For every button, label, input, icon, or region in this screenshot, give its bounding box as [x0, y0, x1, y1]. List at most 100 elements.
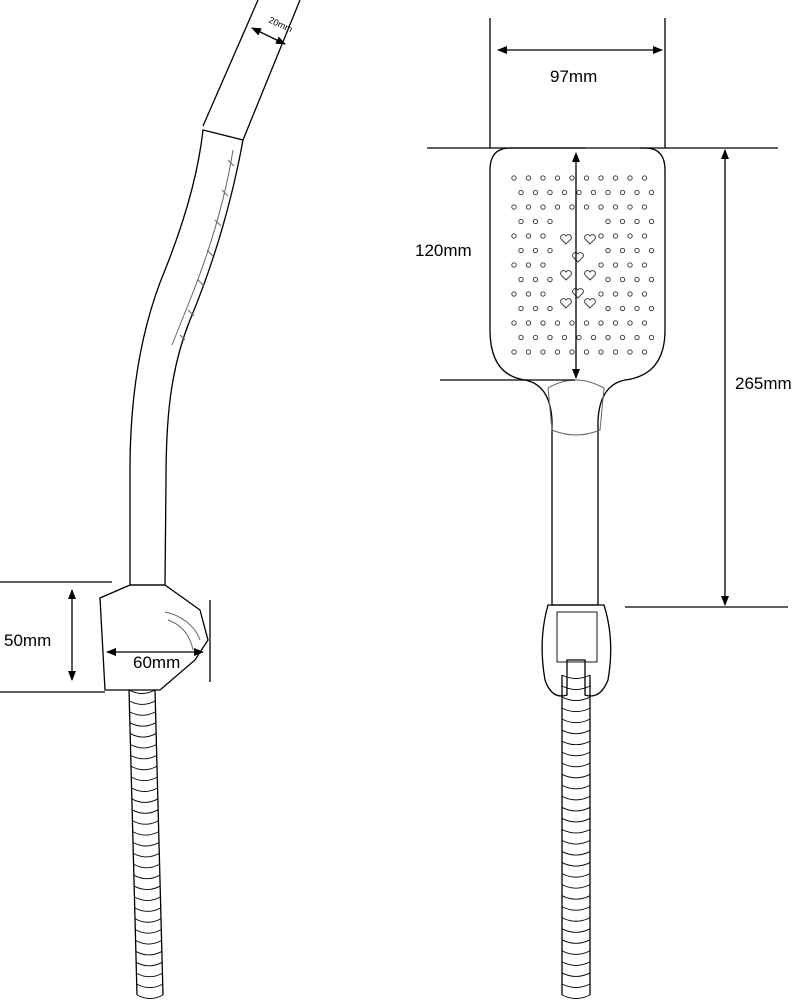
nozzle-dot	[511, 262, 517, 268]
nozzle-dot	[619, 189, 626, 196]
nozzle-dot	[641, 262, 648, 268]
hose-coil	[561, 950, 591, 955]
nozzle-dot	[518, 218, 524, 225]
nozzle-dot	[511, 233, 517, 239]
hose-coil	[131, 798, 159, 803]
hose-coil	[561, 917, 591, 922]
hose-coil	[561, 784, 591, 790]
nozzle-dot	[525, 204, 532, 210]
hose-coil	[561, 718, 591, 724]
nozzle-dot	[648, 305, 655, 312]
nozzle-dot	[627, 204, 633, 210]
nozzle-dot	[547, 276, 553, 283]
nozzle-dot	[525, 291, 532, 297]
nozzle-dot	[547, 305, 553, 312]
hose-coil	[561, 851, 591, 856]
hose-coil	[134, 918, 162, 923]
nozzle-dot	[598, 175, 604, 181]
nozzle-dot	[634, 334, 640, 341]
hose-coil	[561, 895, 591, 900]
nozzle-dot	[612, 233, 619, 239]
nozzle-dot	[590, 334, 597, 341]
hose-coil	[132, 831, 159, 836]
front-head	[489, 147, 666, 606]
nozzle-dot	[598, 233, 604, 239]
hose-coil	[561, 818, 591, 823]
nozzle-dot	[547, 189, 553, 196]
hose-coil	[561, 729, 591, 735]
nozzle-dot	[518, 305, 524, 312]
hose-coil	[561, 972, 591, 977]
heart-nozzle	[560, 234, 572, 245]
nozzle-dot	[540, 175, 546, 181]
nozzle-dot	[648, 334, 655, 341]
nozzle-dot	[511, 204, 517, 210]
nozzle-dot	[641, 349, 648, 355]
hose-coil	[561, 994, 591, 999]
nozzle-dot	[598, 320, 604, 326]
nozzle-dot	[641, 175, 648, 181]
nozzle-dot	[648, 189, 655, 196]
nozzle-dot	[605, 218, 611, 225]
hose-coil	[561, 773, 591, 779]
nozzle-dot	[576, 189, 582, 196]
nozzle-dot	[532, 276, 539, 283]
hose-coil	[561, 685, 591, 690]
hose-coil	[131, 787, 158, 792]
nozzle-dot	[612, 349, 619, 355]
nozzle-dot	[511, 175, 517, 181]
nozzle-dot	[511, 320, 517, 326]
nozzle-dot	[525, 233, 532, 239]
hose-coil	[136, 983, 163, 989]
hose-coil	[134, 896, 161, 901]
nozzle-dot	[634, 247, 640, 254]
heart-nozzle	[572, 252, 584, 263]
side-bracket	[99, 584, 209, 691]
nozzle-dot	[554, 349, 561, 355]
hose-coil	[561, 906, 591, 911]
nozzle-dot	[612, 262, 619, 268]
extension-line	[242, 0, 301, 141]
heart-nozzle	[584, 234, 596, 245]
heart-nozzle	[584, 270, 596, 281]
nozzle-dot	[547, 334, 553, 341]
heart-nozzle	[572, 288, 584, 299]
nozzle-dot	[532, 218, 539, 225]
nozzle-dot	[641, 320, 648, 326]
nozzle-dot	[583, 175, 590, 181]
nozzle-dot	[634, 276, 640, 283]
hose-coil	[130, 754, 157, 760]
nozzle-dot	[583, 320, 590, 326]
nozzle-dot	[619, 276, 626, 283]
nozzle-dot	[648, 218, 655, 225]
nozzle-dot	[634, 305, 640, 312]
hose-coil	[136, 972, 163, 978]
nozzle-dot	[525, 320, 532, 326]
hose-coil	[561, 795, 591, 801]
hose-coil	[135, 940, 162, 945]
hose-coil	[135, 951, 163, 956]
nozzle-dot	[583, 349, 590, 355]
hose-coil	[132, 842, 160, 847]
dim-label-97mm: 97mm	[550, 67, 597, 86]
nozzle-dot	[540, 262, 546, 268]
nozzle-dot	[554, 175, 561, 181]
hose-coil	[561, 840, 591, 845]
front-button	[547, 379, 605, 436]
hose-coil	[561, 983, 591, 988]
nozzle-dot	[569, 204, 575, 210]
nozzle-dot	[576, 334, 582, 341]
nozzle-dot	[612, 291, 619, 297]
hose-coil	[130, 765, 158, 771]
nozzle-dot	[641, 291, 648, 297]
nozzle-dot	[627, 349, 633, 355]
dim-label-20mm: 20mm	[267, 15, 294, 35]
nozzle-dot	[634, 218, 640, 225]
hose-coil	[129, 711, 156, 716]
nozzle-dot	[561, 189, 568, 196]
nozzle-dot	[525, 262, 532, 268]
dim-label-60mm: 60mm	[133, 653, 180, 672]
hose-coil	[561, 961, 591, 966]
nozzle-dot	[605, 247, 611, 254]
